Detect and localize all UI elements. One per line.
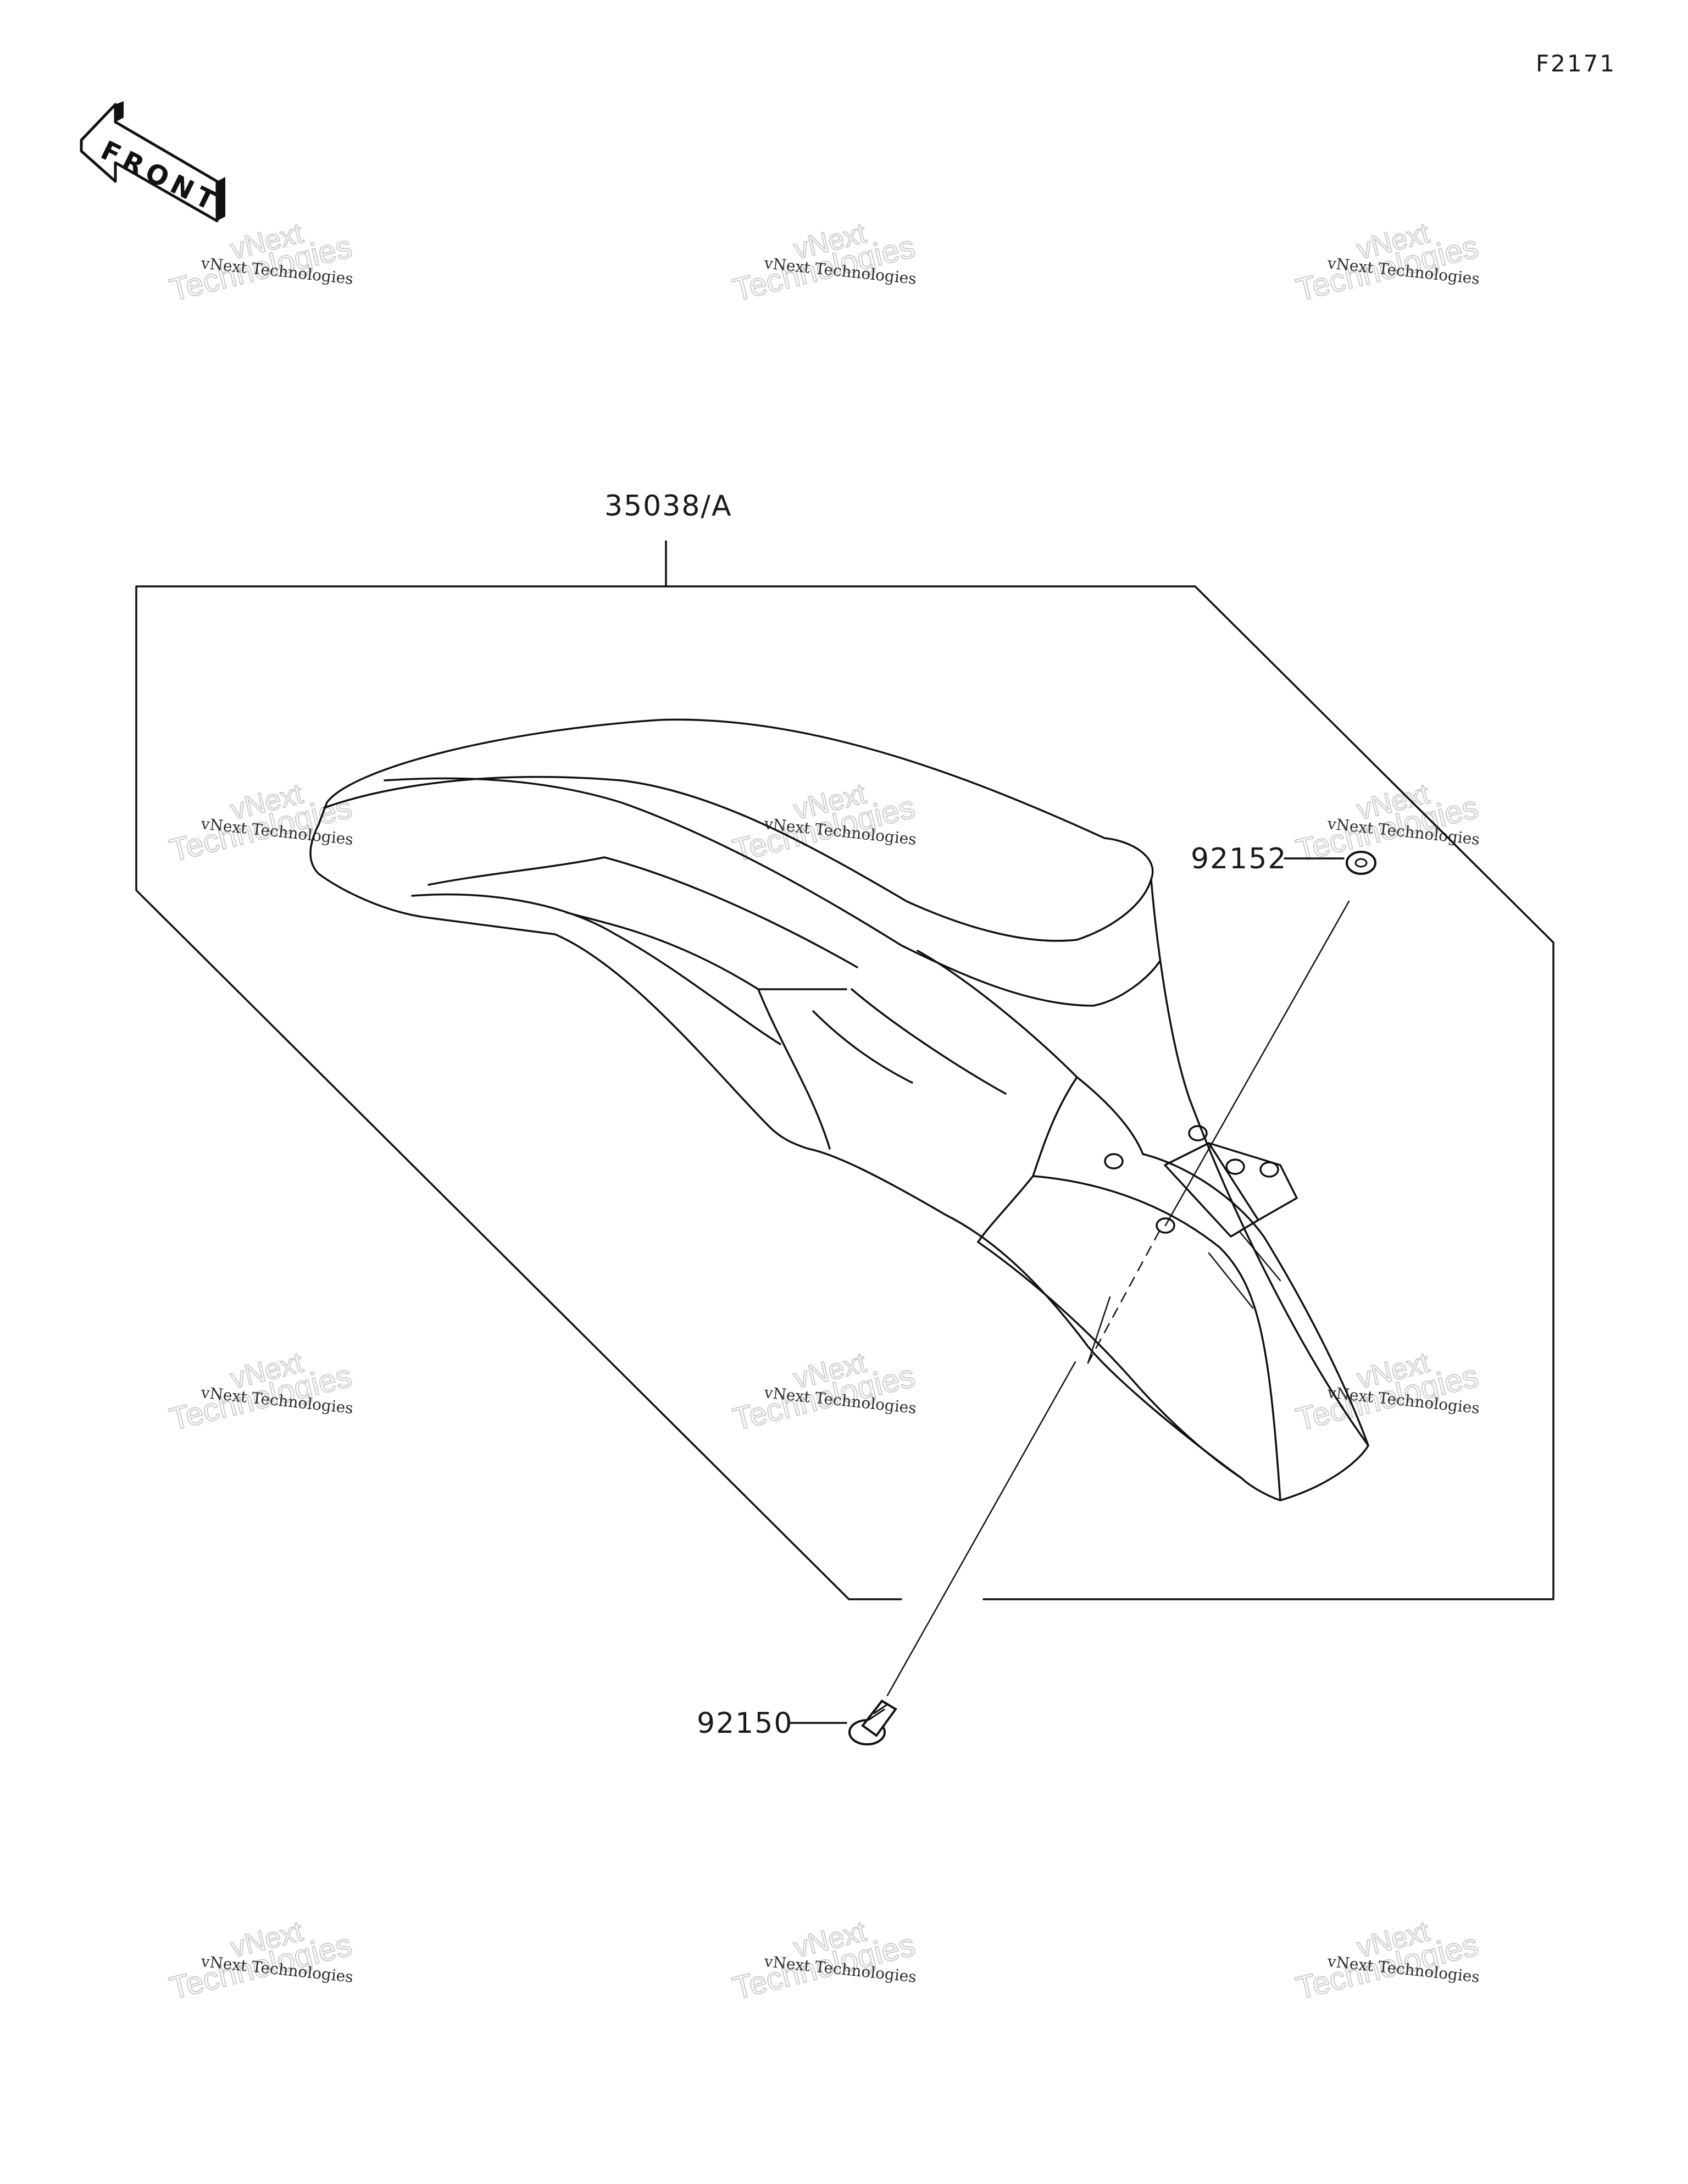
nut-label: 92152 (1191, 842, 1287, 875)
figure-code: F2171 (1536, 50, 1616, 77)
fender-assembly-label: 35038/A (604, 490, 732, 523)
front-fender (309, 718, 1369, 1501)
kit-boundary (135, 585, 1554, 1600)
nut-install-line (1164, 900, 1350, 1227)
front-arrow-icon: FRONT (80, 101, 225, 223)
bolt-92150 (848, 1699, 897, 1745)
bolt-install-line (886, 1361, 1076, 1697)
nut-92152 (1346, 851, 1376, 875)
bolt-label: 92150 (697, 1707, 793, 1740)
